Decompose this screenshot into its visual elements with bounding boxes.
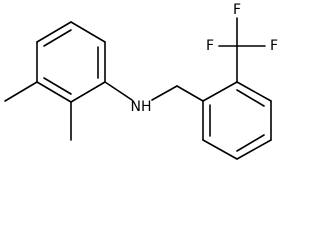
- right-benzene-ring: [202, 81, 272, 160]
- bond-ring-right-1: [202, 81, 238, 102]
- double-bond-left-c: [43, 77, 72, 95]
- bond-nitrogen-to-ch2: [151, 85, 178, 101]
- bond-ring-left-4: [70, 81, 106, 103]
- bond-ring-right-4: [236, 139, 272, 160]
- bond-ring-left-2: [70, 21, 106, 43]
- bond-ring-to-nitrogen: [104, 81, 133, 101]
- bond-ring-right-2: [236, 81, 272, 102]
- double-bond-right-a: [236, 89, 265, 107]
- molecule-structure: NH F F F: [4, 2, 278, 160]
- fluorine-right-label: F: [270, 38, 278, 54]
- bond-ring-left-1: [36, 21, 72, 43]
- nitrogen-atom-label: NH: [130, 99, 151, 115]
- bond-ring-left-5: [36, 81, 72, 103]
- left-benzene-ring: [36, 21, 106, 103]
- fluorine-top-label: F: [233, 2, 241, 18]
- methyl-bond-upper: [4, 81, 38, 102]
- bond-ring-right-5: [202, 139, 238, 160]
- double-bond-left-a: [43, 29, 72, 47]
- double-bond-right-b: [236, 134, 265, 152]
- bond-ch2-to-ring: [176, 85, 204, 102]
- fluorine-left-label: F: [206, 38, 214, 54]
